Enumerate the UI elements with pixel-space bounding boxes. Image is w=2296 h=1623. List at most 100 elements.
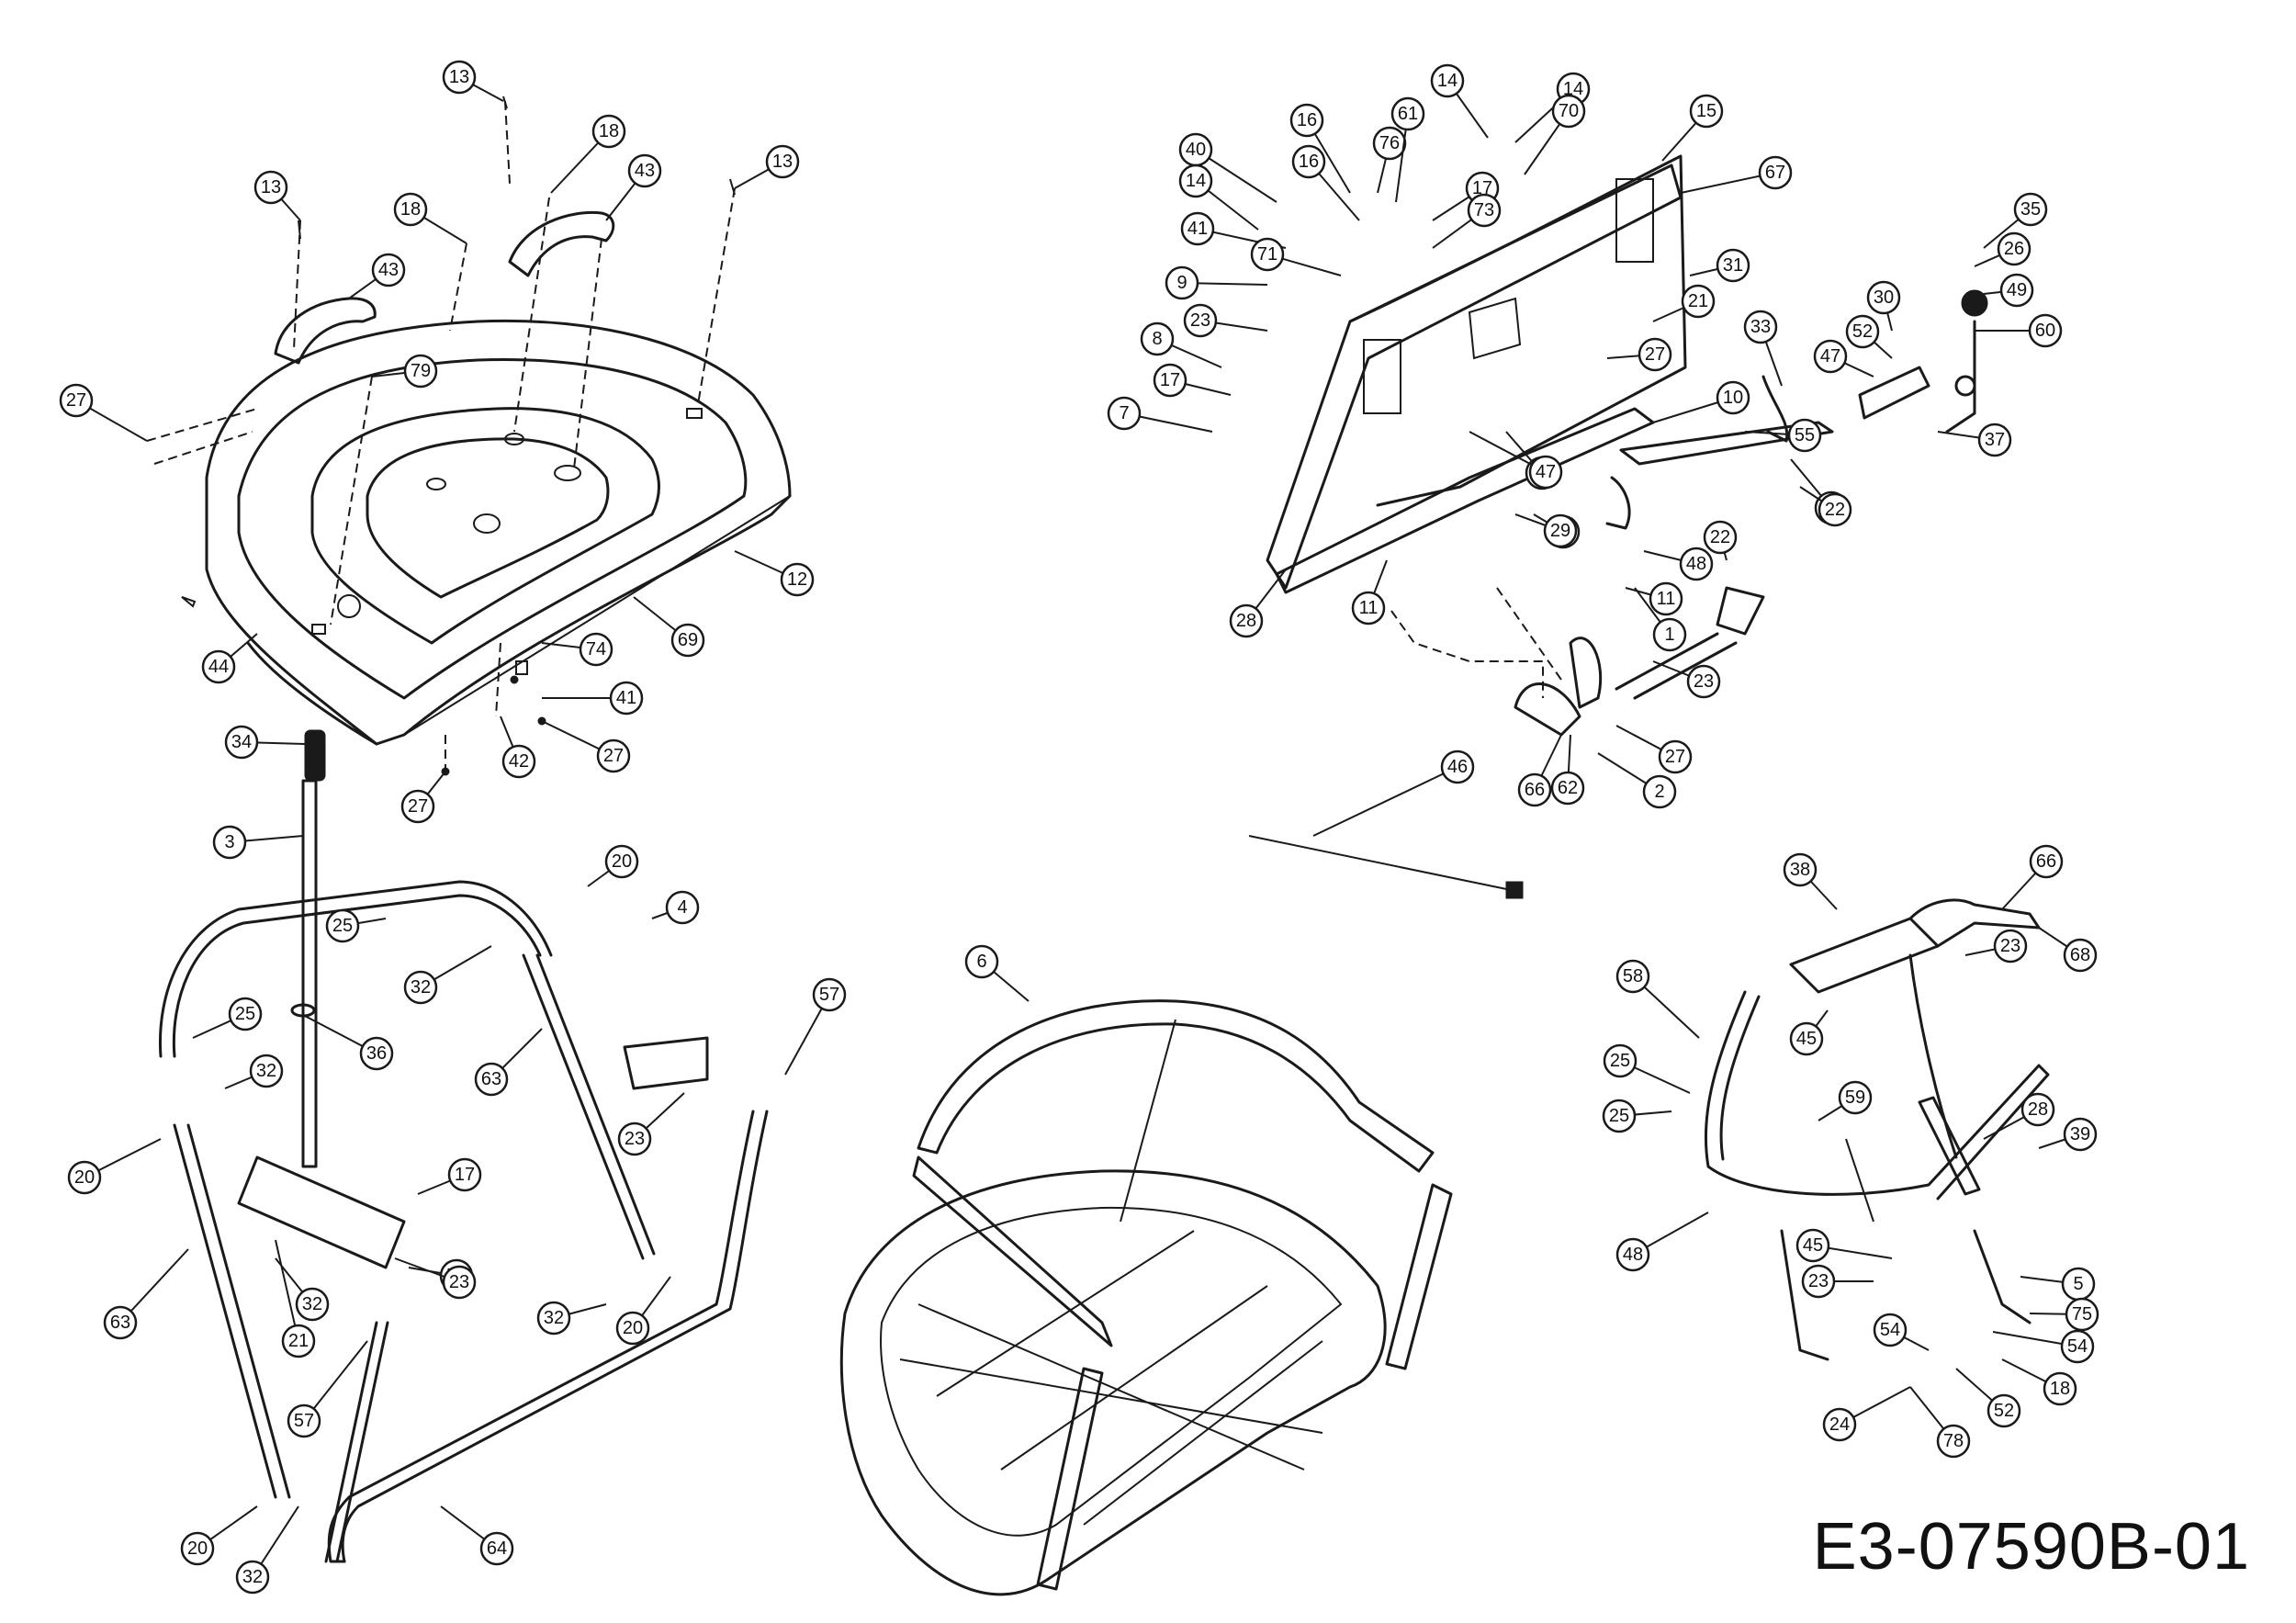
callout-2: 2 — [1597, 752, 1677, 809]
callout-13: 13 — [442, 60, 504, 102]
callout-bubble — [2063, 938, 2098, 973]
callout-number: 45 — [1803, 1235, 1823, 1256]
callout-bubble — [1183, 303, 1218, 338]
callout-24: 24 — [1822, 1386, 1911, 1442]
callout-bubble — [1652, 617, 1687, 652]
callout-28: 28 — [1983, 1092, 2055, 1140]
callout-bubble — [1866, 280, 1901, 315]
callout-number: 76 — [1379, 133, 1400, 153]
callout-number: 27 — [603, 746, 624, 766]
callout-16: 16 — [1291, 144, 1360, 221]
callout-number: 13 — [772, 152, 793, 172]
callout-number: 13 — [261, 177, 281, 197]
callout-bubble — [1602, 1099, 1637, 1133]
callout-bubble — [1795, 1228, 1830, 1263]
callout-20: 20 — [180, 1505, 258, 1566]
callout-22: 22 — [1799, 486, 1852, 527]
callout-25: 25 — [1603, 1043, 1691, 1094]
callout-number: 64 — [487, 1538, 507, 1559]
drawing-code: E3-07590B-01 — [1812, 1510, 2250, 1584]
callout-bubble — [1543, 513, 1578, 548]
callout-23: 23 — [1183, 303, 1268, 338]
callout-bubble — [604, 844, 639, 879]
callout-32: 32 — [275, 1257, 330, 1322]
callout-47: 47 — [1469, 431, 1563, 490]
callout-number: 38 — [1790, 860, 1810, 880]
callout-bubble — [228, 997, 263, 1031]
callout-number: 27 — [1665, 747, 1685, 767]
callout-number: 70 — [1559, 101, 1579, 121]
seat-mounting-plate — [1248, 154, 1988, 899]
callout-bubble — [609, 681, 644, 716]
callout-28: 28 — [1229, 569, 1287, 638]
callout-33: 33 — [1743, 310, 1783, 387]
callout-number: 55 — [1795, 425, 1815, 445]
callout-62: 62 — [1550, 734, 1585, 806]
callout-bubble — [325, 908, 360, 943]
callout-27: 27 — [1615, 725, 1693, 774]
callout-bubble — [615, 1311, 650, 1346]
callout-number: 3 — [224, 832, 234, 852]
seat-shell — [205, 210, 792, 746]
callout-6: 6 — [964, 944, 1030, 1002]
callout-7: 7 — [1107, 396, 1213, 433]
callout-bubble — [403, 354, 438, 389]
callout-bubble — [1430, 63, 1465, 98]
callout-bubble — [1642, 774, 1677, 809]
callout-11: 11 — [1625, 581, 1683, 616]
callout-number: 22 — [1710, 527, 1730, 547]
callout-number: 23 — [449, 1272, 469, 1292]
callout-21: 21 — [275, 1239, 316, 1358]
callout-bubble — [812, 977, 847, 1012]
callout-number: 27 — [66, 390, 86, 411]
callout-10: 10 — [1652, 380, 1750, 423]
callout-bubble — [1180, 211, 1215, 246]
callout-number: 48 — [1623, 1245, 1643, 1265]
callout-number: 61 — [1398, 104, 1418, 124]
callout-bubble — [536, 1301, 571, 1336]
callout-number: 52 — [1852, 321, 1873, 342]
callout-75: 75 — [2029, 1297, 2099, 1332]
callout-number: 71 — [1257, 244, 1277, 265]
callout-bubble — [2065, 1297, 2099, 1332]
callout-number: 13 — [449, 67, 469, 87]
callout-number: 54 — [1880, 1320, 1900, 1340]
callout-number: 63 — [110, 1313, 130, 1333]
callout-32: 32 — [536, 1301, 607, 1336]
callout-bubble — [359, 1036, 394, 1071]
callout-number: 21 — [288, 1331, 309, 1351]
callout-bubble — [1993, 929, 2028, 964]
callout-number: 30 — [1874, 287, 1894, 308]
callout-bubble — [212, 825, 247, 860]
callout-bubble — [1822, 1407, 1857, 1442]
callout-number: 18 — [400, 199, 421, 220]
callout-bubble — [224, 725, 259, 760]
callout-bubble — [287, 1403, 321, 1438]
callout-bubble — [447, 1157, 482, 1192]
callout-20: 20 — [587, 844, 639, 887]
callout-52: 52 — [1845, 314, 1893, 359]
callout-number: 23 — [1808, 1271, 1829, 1291]
callout-number: 20 — [187, 1538, 208, 1559]
callout-73: 73 — [1432, 193, 1502, 249]
callout-number: 58 — [1623, 966, 1643, 986]
callout-bubble — [1165, 265, 1199, 300]
callout-bubble — [1999, 273, 2034, 308]
callout-number: 5 — [2073, 1274, 2083, 1294]
callout-number: 16 — [1297, 110, 1317, 130]
callout-number: 47 — [1820, 346, 1840, 366]
callout-number: 67 — [1765, 163, 1785, 183]
callout-bubble — [59, 383, 94, 418]
callout-number: 43 — [378, 260, 399, 280]
callout-bubble — [591, 114, 626, 149]
callout-bubble — [617, 1121, 652, 1156]
callout-number: 14 — [1186, 171, 1206, 191]
callout-49: 49 — [1983, 273, 2034, 308]
callout-27: 27 — [541, 720, 631, 773]
callout-number: 28 — [2028, 1099, 2048, 1120]
callout-number: 66 — [1525, 780, 1545, 800]
callout-number: 41 — [1187, 219, 1208, 239]
callout-76: 76 — [1372, 126, 1407, 194]
callout-number: 79 — [411, 361, 431, 381]
callout-number: 20 — [612, 851, 632, 872]
